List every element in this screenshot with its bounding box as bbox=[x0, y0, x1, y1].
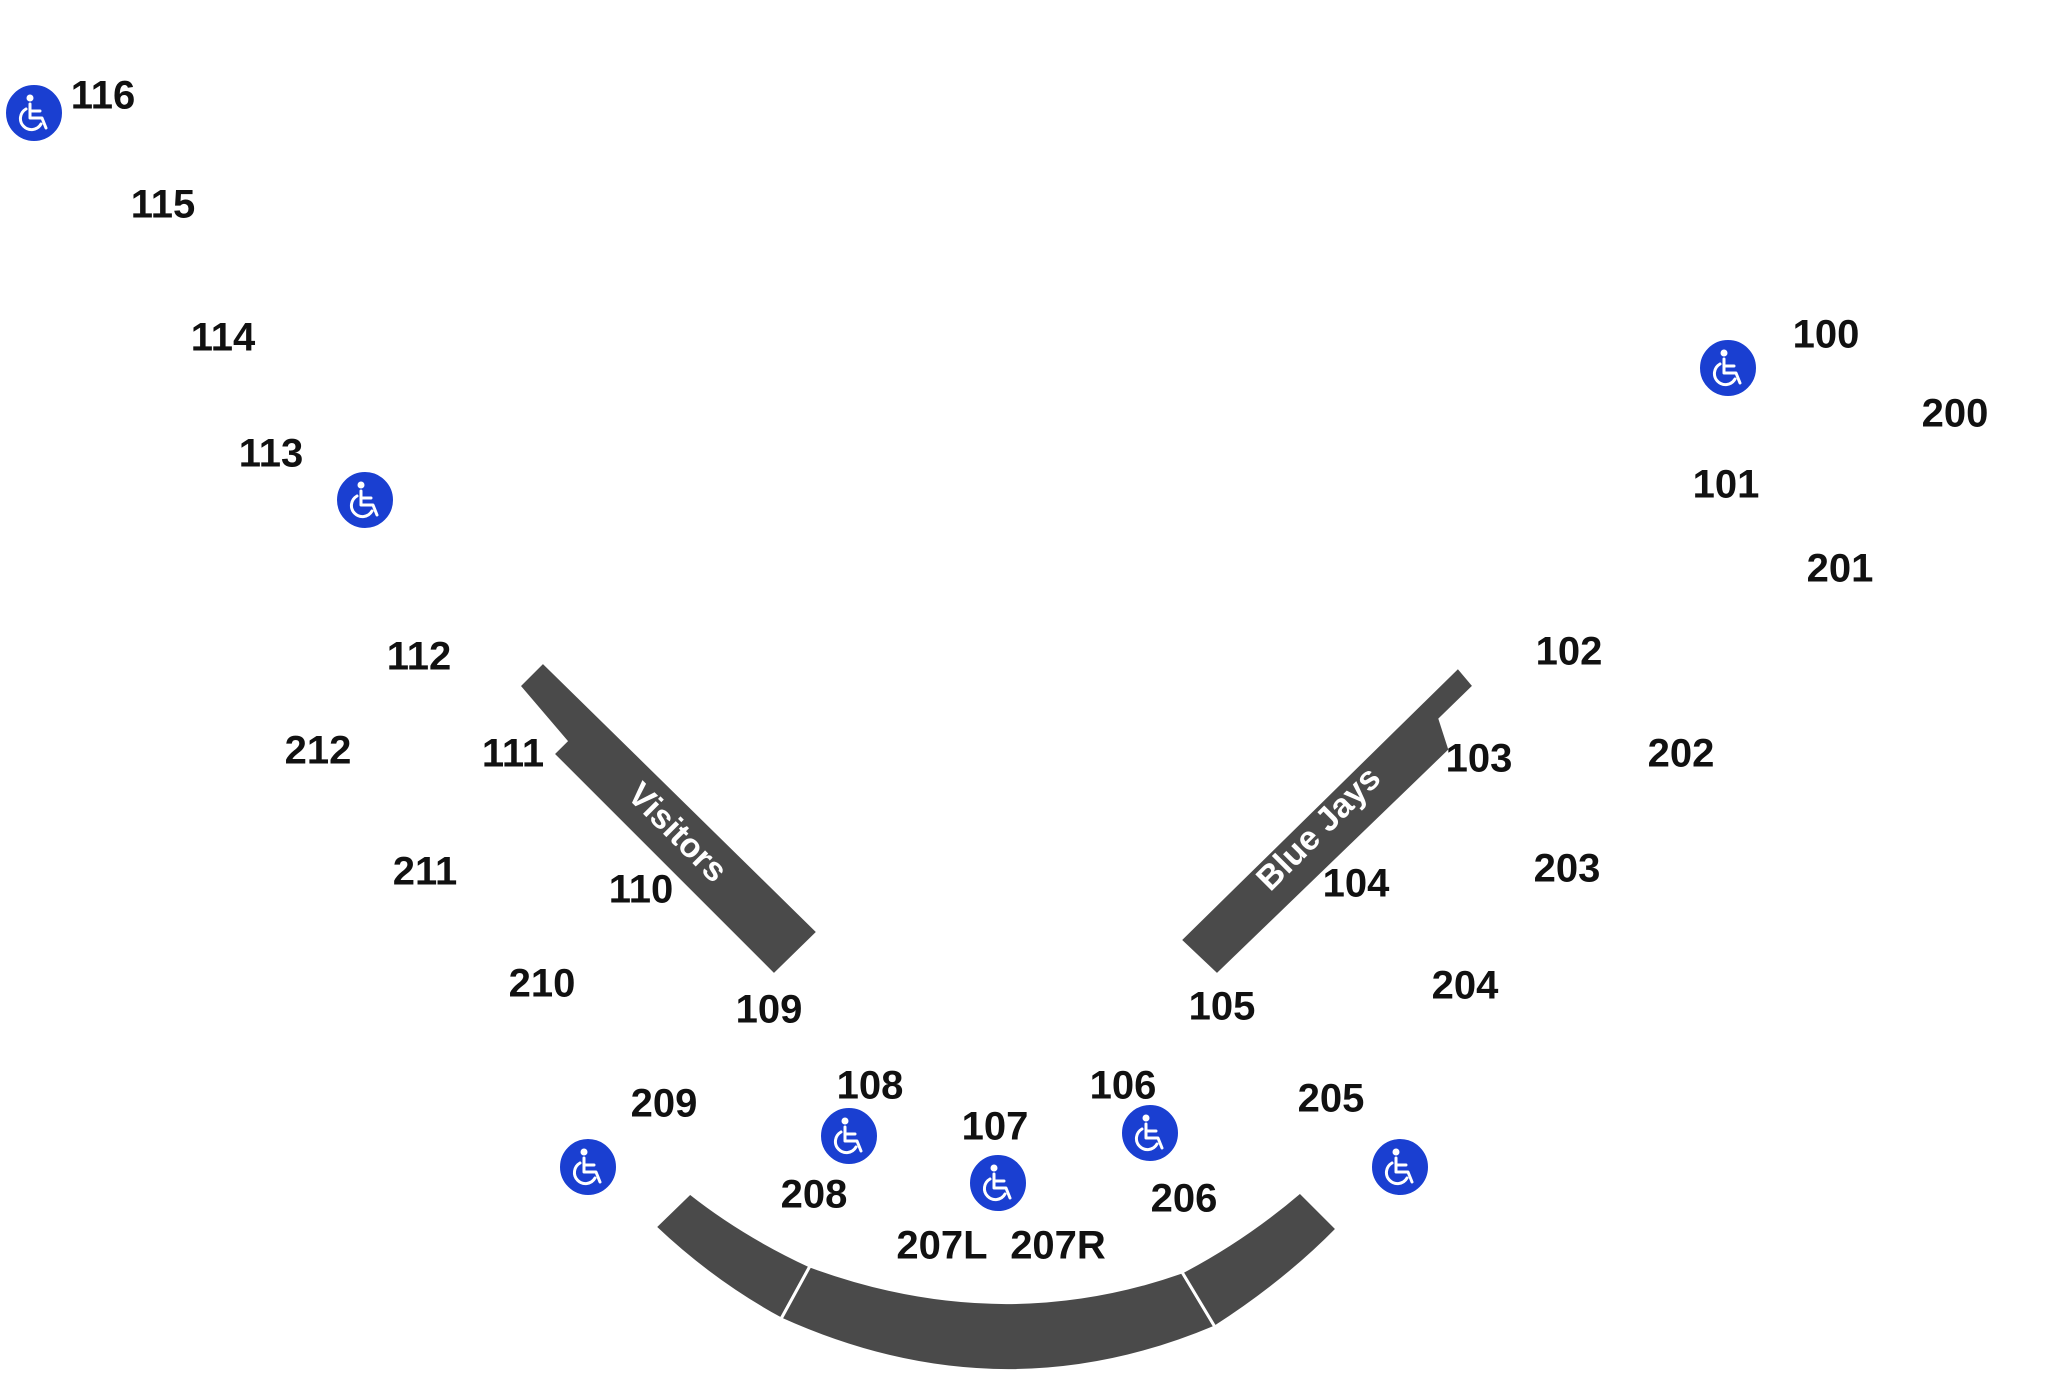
section-labels: 116 115 114 113 112 212 111 211 110 210 … bbox=[71, 74, 1989, 1268]
section-107[interactable]: 107 bbox=[962, 1105, 1029, 1149]
section-109[interactable]: 109 bbox=[736, 988, 803, 1032]
section-207L[interactable]: 207L bbox=[896, 1224, 987, 1268]
section-106[interactable]: 106 bbox=[1090, 1064, 1157, 1108]
section-211[interactable]: 211 bbox=[393, 850, 458, 894]
wheelchair-icon[interactable] bbox=[968, 1153, 1028, 1213]
section-212[interactable]: 212 bbox=[285, 729, 352, 773]
wheelchair-icon[interactable] bbox=[558, 1137, 618, 1197]
section-210[interactable]: 210 bbox=[509, 962, 576, 1006]
section-200[interactable]: 200 bbox=[1922, 392, 1989, 436]
section-208[interactable]: 208 bbox=[781, 1173, 848, 1217]
section-201[interactable]: 201 bbox=[1807, 547, 1874, 591]
section-108[interactable]: 108 bbox=[837, 1064, 904, 1108]
section-206[interactable]: 206 bbox=[1151, 1177, 1218, 1221]
section-104[interactable]: 104 bbox=[1323, 862, 1390, 906]
wheelchair-icon[interactable] bbox=[1698, 338, 1758, 398]
backstop-right-segment bbox=[1179, 1189, 1340, 1330]
section-102[interactable]: 102 bbox=[1536, 630, 1603, 674]
section-114[interactable]: 114 bbox=[191, 316, 256, 360]
section-209[interactable]: 209 bbox=[631, 1082, 698, 1126]
wheelchair-icon[interactable] bbox=[819, 1106, 879, 1166]
wheelchair-icon[interactable] bbox=[335, 470, 395, 530]
section-105[interactable]: 105 bbox=[1189, 985, 1256, 1029]
visitors-dugout-shape bbox=[516, 659, 821, 978]
section-113[interactable]: 113 bbox=[239, 432, 304, 476]
section-100[interactable]: 100 bbox=[1793, 313, 1860, 357]
section-204[interactable]: 204 bbox=[1432, 964, 1499, 1008]
section-111[interactable]: 111 bbox=[482, 732, 544, 776]
section-115[interactable]: 115 bbox=[131, 183, 196, 227]
backstop-structure bbox=[652, 1189, 1340, 1372]
accessible-seating-icons bbox=[4, 83, 1758, 1213]
home-dugout-shape bbox=[1177, 664, 1477, 978]
section-116[interactable]: 116 bbox=[71, 74, 136, 118]
wheelchair-icon[interactable] bbox=[4, 83, 64, 143]
section-203[interactable]: 203 bbox=[1534, 847, 1601, 891]
section-205[interactable]: 205 bbox=[1298, 1077, 1365, 1121]
backstop-center-segment bbox=[778, 1264, 1218, 1372]
wheelchair-icon[interactable] bbox=[1120, 1103, 1180, 1163]
section-110[interactable]: 110 bbox=[609, 868, 674, 912]
home-dugout: Blue Jays bbox=[1177, 664, 1477, 978]
section-103[interactable]: 103 bbox=[1446, 737, 1513, 781]
section-207R[interactable]: 207R bbox=[1010, 1224, 1106, 1268]
section-101[interactable]: 101 bbox=[1693, 463, 1760, 507]
wheelchair-icon[interactable] bbox=[1370, 1137, 1430, 1197]
visitors-dugout: Visitors bbox=[516, 659, 821, 978]
section-112[interactable]: 112 bbox=[387, 635, 452, 679]
section-202[interactable]: 202 bbox=[1648, 732, 1715, 776]
